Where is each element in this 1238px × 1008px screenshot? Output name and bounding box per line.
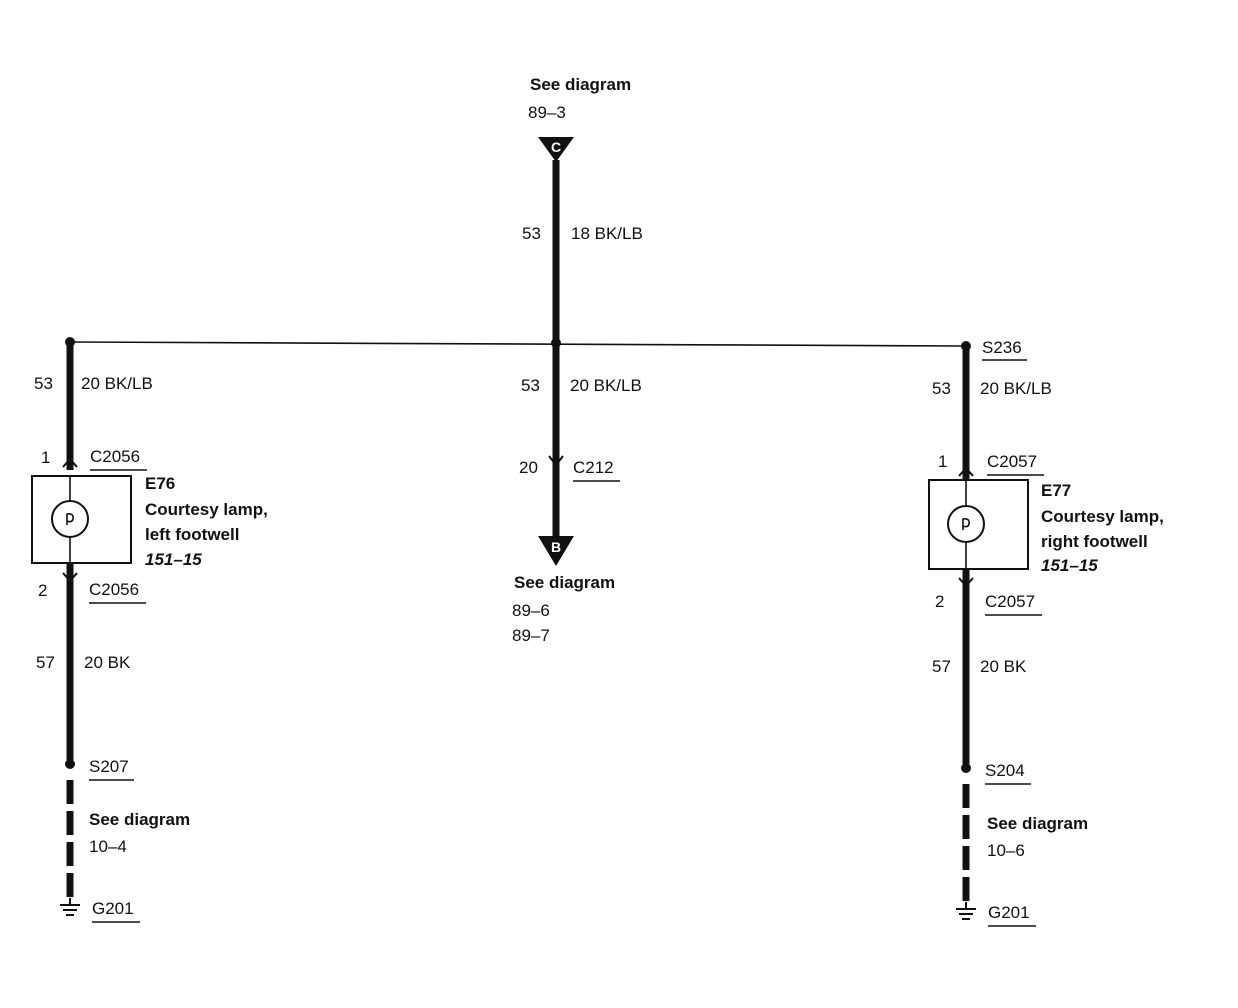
right-bulb-icon — [947, 505, 985, 543]
center-wire-spec: 20 BK/LB — [570, 376, 642, 395]
right-splice-s204-dot-icon — [961, 763, 971, 773]
right-component-id: E77 — [1041, 481, 1071, 500]
right-filament-icon — [962, 518, 970, 530]
center-branch: 53 20 BK/LB 20 C212 B See diagram 89–6 8… — [512, 343, 642, 645]
left-ground-icon — [60, 898, 80, 916]
center-connector-id: C212 — [573, 458, 614, 477]
top-diagram-ref: 89–3 — [528, 103, 566, 122]
right-bottom-wire-spec: 20 BK — [980, 657, 1027, 676]
right-component-ref: 151–15 — [1041, 556, 1098, 575]
right-bottom-connector-arrow-icon — [958, 577, 974, 588]
right-component-name-2: right footwell — [1041, 532, 1148, 551]
left-top-circuit-number: 53 — [34, 374, 53, 393]
right-see-diagram-label: See diagram — [987, 814, 1088, 833]
right-branch: S236 53 20 BK/LB 1 C2057 E77 Courtesy la… — [928, 338, 1164, 927]
top-feed: See diagram 89–3 C 53 18 BK/LB — [522, 75, 643, 343]
right-ground-icon — [956, 902, 976, 920]
left-bottom-pin: 2 — [38, 581, 47, 600]
connector-b-letter: B — [551, 539, 561, 555]
right-ground-id: G201 — [988, 903, 1030, 922]
left-bulb-icon — [51, 500, 89, 538]
left-top-connector-arrow-icon — [62, 457, 78, 468]
left-diagram-ref: 10–4 — [89, 837, 127, 856]
left-component-id: E76 — [145, 474, 175, 493]
right-bottom-connector-id: C2057 — [985, 592, 1035, 611]
right-top-connector-id: C2057 — [987, 452, 1037, 471]
center-circuit-number: 53 — [521, 376, 540, 395]
left-bottom-connector-arrow-icon — [62, 572, 78, 583]
connector-b-triangle-icon — [538, 536, 574, 566]
right-top-wire-spec: 20 BK/LB — [980, 379, 1052, 398]
left-filament-icon — [66, 513, 74, 525]
left-bottom-wire-spec: 20 BK — [84, 653, 131, 672]
center-diagram-ref-1: 89–6 — [512, 601, 550, 620]
center-pin-number: 20 — [519, 458, 538, 477]
right-top-circuit-number: 53 — [932, 379, 951, 398]
right-bottom-pin: 2 — [935, 592, 944, 611]
right-splice-id: S204 — [985, 761, 1025, 780]
top-wire-spec: 18 BK/LB — [571, 224, 643, 243]
right-lamp-component-box — [928, 479, 1029, 570]
left-top-pin: 1 — [41, 448, 50, 467]
bus-line — [69, 341, 967, 347]
left-bottom-connector-id: C2056 — [89, 580, 139, 599]
left-branch: 53 20 BK/LB 1 C2056 E76 Courtesy lamp, l… — [31, 342, 268, 923]
left-lamp-component-box — [31, 475, 132, 564]
left-splice-id: S207 — [89, 757, 129, 776]
left-top-connector-id: C2056 — [90, 447, 140, 466]
left-ground-id: G201 — [92, 899, 134, 918]
connector-c-triangle-icon — [538, 137, 574, 162]
center-diagram-ref-2: 89–7 — [512, 626, 550, 645]
right-diagram-ref: 10–6 — [987, 841, 1025, 860]
left-splice-s207-dot-icon — [65, 759, 75, 769]
right-bottom-circuit-number: 57 — [932, 657, 951, 676]
center-connector-arrow-icon — [548, 455, 564, 467]
top-circuit-number: 53 — [522, 224, 541, 243]
left-see-diagram-label: See diagram — [89, 810, 190, 829]
top-see-diagram-label: See diagram — [530, 75, 631, 94]
right-top-pin: 1 — [938, 452, 947, 471]
center-see-diagram-label: See diagram — [514, 573, 615, 592]
left-component-ref: 151–15 — [145, 550, 202, 569]
left-bottom-circuit-number: 57 — [36, 653, 55, 672]
left-top-wire-spec: 20 BK/LB — [81, 374, 153, 393]
left-component-name-2: left footwell — [145, 525, 239, 544]
left-component-name-1: Courtesy lamp, — [145, 500, 268, 519]
right-top-connector-arrow-icon — [958, 466, 974, 477]
connector-c-letter: C — [551, 139, 561, 155]
right-top-splice-id: S236 — [982, 338, 1022, 357]
right-component-name-1: Courtesy lamp, — [1041, 507, 1164, 526]
